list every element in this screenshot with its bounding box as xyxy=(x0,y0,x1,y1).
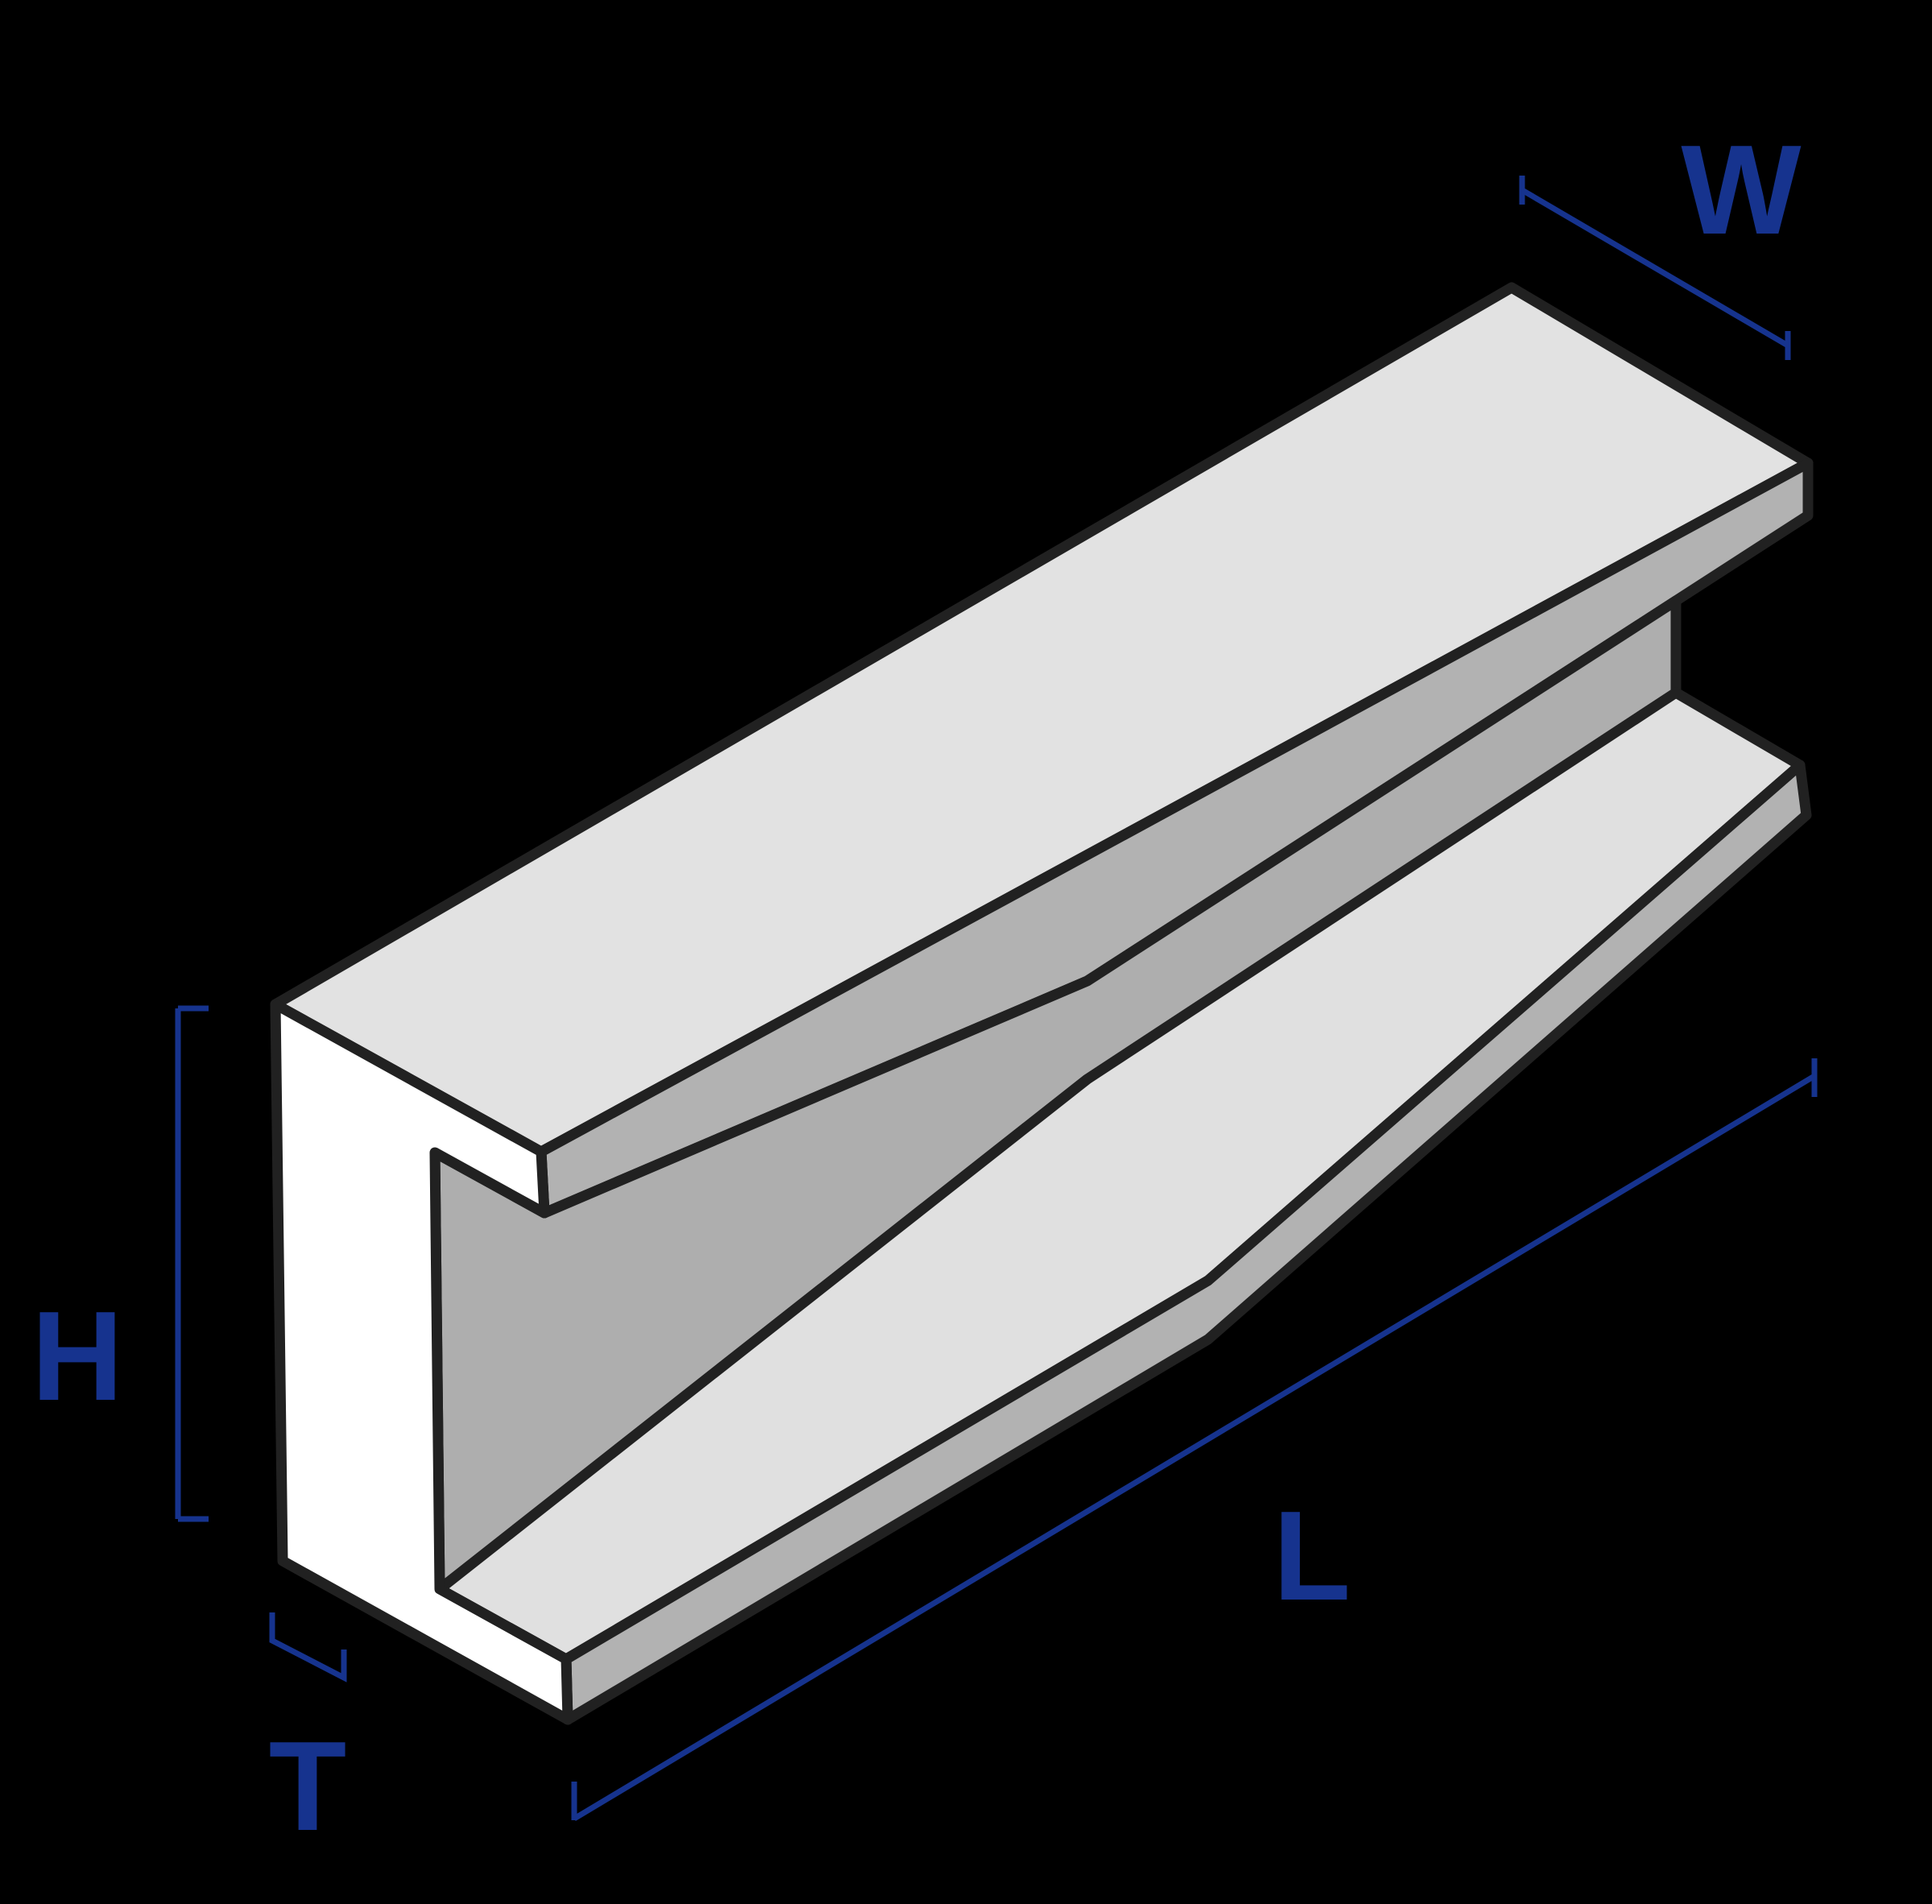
width-label: W xyxy=(1681,119,1801,261)
width-dimension-line xyxy=(1519,176,1791,360)
thickness-label: T xyxy=(269,1716,347,1857)
height-dimension-line xyxy=(175,1005,209,1522)
height-label: H xyxy=(31,1285,123,1427)
thickness-dimension-line xyxy=(269,1612,347,1683)
length-dimension-line xyxy=(571,1058,1818,1822)
front-cross-section-face xyxy=(270,999,573,1725)
length-label: L xyxy=(1273,1485,1351,1627)
